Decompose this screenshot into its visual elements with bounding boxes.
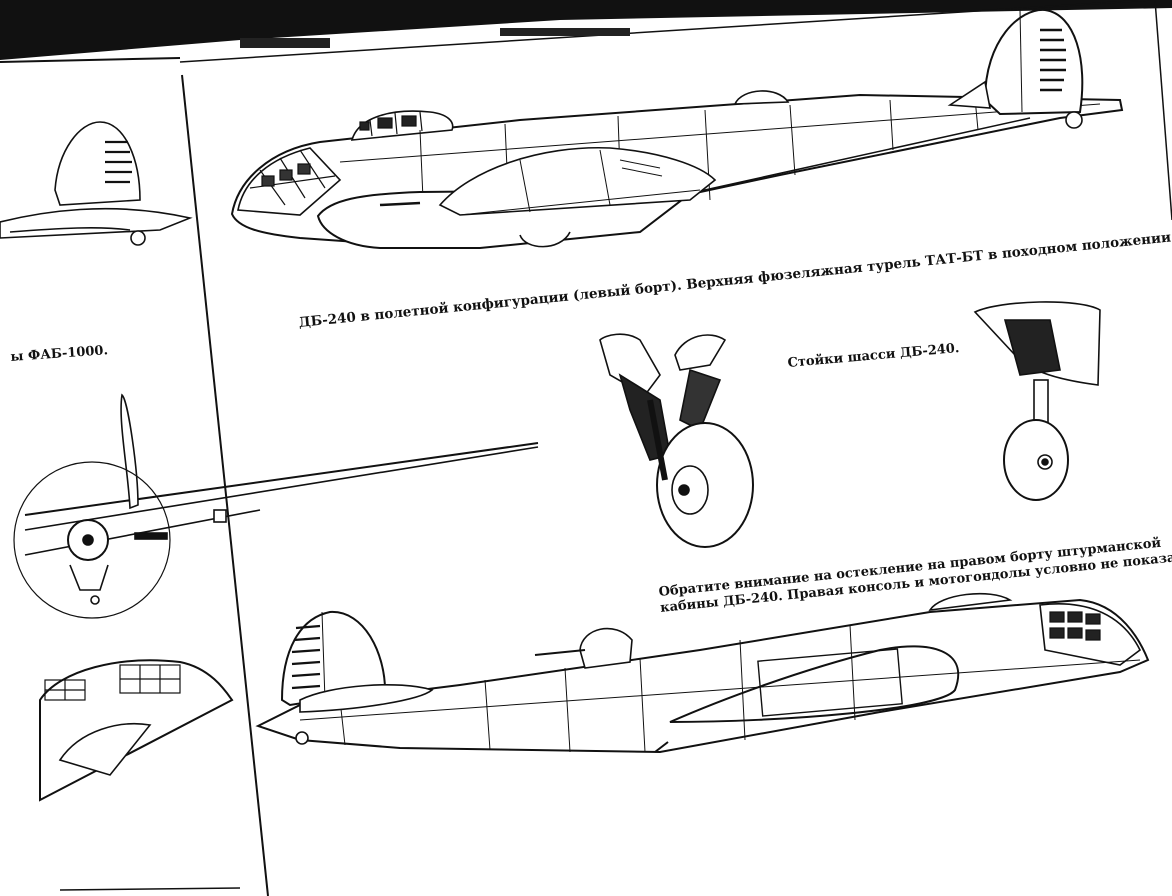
fin-rib-marks xyxy=(1040,28,1066,92)
caption-left-side-view: ДБ-240 в полетной конфигурации (левый бо… xyxy=(298,229,1172,331)
caption-bomb-fragment: ы ФАБ-1000. xyxy=(10,343,109,365)
landing-gear-left-wheel xyxy=(656,422,754,548)
landing-gear-right xyxy=(973,301,1101,501)
detail-circle xyxy=(13,461,171,619)
landing-gear-right-wheel xyxy=(1003,419,1069,501)
caption-glazing-note: Обратите внимание на остекление на право… xyxy=(658,532,1172,617)
db240-left-side-view xyxy=(230,8,1124,249)
left-fragment-drawings xyxy=(0,121,539,802)
db240-right-side-view xyxy=(255,592,1150,754)
nose-glazing-frames xyxy=(249,149,336,206)
caption-landing-gear: Стойки шасси ДБ-240. xyxy=(787,340,961,371)
landing-gear-left xyxy=(599,333,754,548)
wing-root-fairing xyxy=(669,645,960,723)
